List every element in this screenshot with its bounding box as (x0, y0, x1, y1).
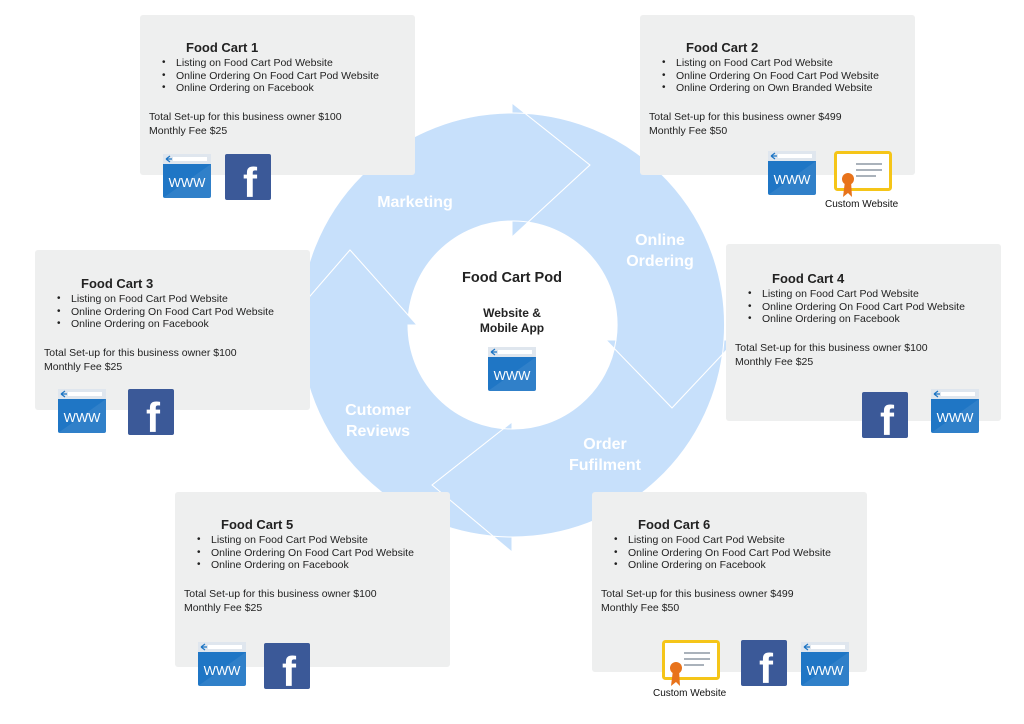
card-pricing: Total Set-up for this business owner $10… (735, 341, 928, 369)
certificate-icon (834, 151, 892, 204)
custom-website-label: Custom Website (825, 199, 899, 210)
list-item: Listing on Food Cart Pod Website (195, 534, 414, 547)
card-pricing: Total Set-up for this business owner $49… (649, 110, 842, 138)
list-item: Listing on Food Cart Pod Website (612, 534, 831, 547)
monthly-fee: Monthly Fee $50 (601, 602, 680, 614)
svg-text:WWW: WWW (64, 410, 102, 425)
card-feature-list: Listing on Food Cart Pod Website Online … (746, 288, 965, 326)
list-item: Online Ordering On Food Cart Pod Website (55, 306, 274, 319)
list-item: Online Ordering on Facebook (612, 559, 831, 572)
setup-cost: Total Set-up for this business owner $49… (601, 588, 794, 600)
svg-text:WWW: WWW (807, 663, 845, 678)
food-cart-card-2: Food Cart 2 Listing on Food Cart Pod Web… (640, 15, 915, 175)
card-feature-list: Listing on Food Cart Pod Website Online … (55, 293, 274, 331)
svg-text:WWW: WWW (937, 410, 975, 425)
facebook-icon: f (264, 643, 310, 695)
custom-website-label: Custom Website (653, 688, 727, 699)
cycle-label-marketing: Marketing (377, 194, 453, 211)
card-feature-list: Listing on Food Cart Pod Website Online … (660, 57, 879, 95)
svg-text:WWW: WWW (204, 663, 242, 678)
www-icon: WWW (488, 347, 536, 396)
facebook-icon: f (862, 392, 908, 444)
svg-text:WWW: WWW (774, 172, 812, 187)
card-title: Food Cart 5 (221, 517, 294, 532)
card-title: Food Cart 1 (186, 40, 259, 55)
facebook-icon: f (225, 154, 271, 206)
list-item: Listing on Food Cart Pod Website (160, 57, 379, 70)
svg-text:f: f (146, 394, 161, 435)
svg-text:f: f (759, 645, 774, 686)
facebook-icon: f (741, 640, 787, 692)
monthly-fee: Monthly Fee $50 (649, 125, 728, 137)
list-item: Online Ordering on Facebook (195, 559, 414, 572)
list-item: Listing on Food Cart Pod Website (660, 57, 879, 70)
center-title: Food Cart Pod (462, 270, 562, 286)
card-feature-list: Listing on Food Cart Pod Website Online … (160, 57, 379, 95)
svg-text:WWW: WWW (494, 368, 532, 383)
card-pricing: Total Set-up for this business owner $10… (44, 346, 237, 374)
list-item: Online Ordering On Food Cart Pod Website (160, 70, 379, 83)
svg-text:f: f (282, 648, 297, 689)
svg-text:f: f (243, 159, 258, 200)
www-icon: WWW (58, 389, 106, 438)
svg-text:WWW: WWW (169, 175, 207, 190)
card-title: Food Cart 4 (772, 271, 845, 286)
card-pricing: Total Set-up for this business owner $49… (601, 587, 794, 615)
list-item: Online Ordering On Food Cart Pod Website (660, 70, 879, 83)
monthly-fee: Monthly Fee $25 (184, 602, 263, 614)
card-title: Food Cart 2 (686, 40, 759, 55)
setup-cost: Total Set-up for this business owner $10… (184, 588, 377, 600)
list-item: Online Ordering on Facebook (160, 82, 379, 95)
www-icon: WWW (198, 642, 246, 691)
setup-cost: Total Set-up for this business owner $10… (735, 342, 928, 354)
svg-text:f: f (880, 397, 895, 438)
monthly-fee: Monthly Fee $25 (149, 125, 228, 137)
food-cart-card-6: Food Cart 6 Listing on Food Cart Pod Web… (592, 492, 867, 672)
list-item: Online Ordering On Food Cart Pod Website (195, 547, 414, 560)
card-title: Food Cart 6 (638, 517, 711, 532)
setup-cost: Total Set-up for this business owner $10… (44, 347, 237, 359)
www-icon: WWW (163, 154, 211, 203)
card-title: Food Cart 3 (81, 276, 154, 291)
list-item: Online Ordering on Own Branded Website (660, 82, 879, 95)
card-feature-list: Listing on Food Cart Pod Website Online … (612, 534, 831, 572)
list-item: Online Ordering on Facebook (746, 313, 965, 326)
facebook-icon: f (128, 389, 174, 441)
list-item: Listing on Food Cart Pod Website (746, 288, 965, 301)
monthly-fee: Monthly Fee $25 (735, 356, 814, 368)
card-pricing: Total Set-up for this business owner $10… (184, 587, 377, 615)
www-icon: WWW (931, 389, 979, 438)
food-cart-card-5: Food Cart 5 Listing on Food Cart Pod Web… (175, 492, 450, 667)
list-item: Online Ordering On Food Cart Pod Website (746, 301, 965, 314)
www-icon: WWW (801, 642, 849, 691)
card-pricing: Total Set-up for this business owner $10… (149, 110, 342, 138)
center-subtitle: Website &Mobile App (479, 306, 545, 335)
www-icon: WWW (768, 151, 816, 200)
setup-cost: Total Set-up for this business owner $49… (649, 111, 842, 123)
list-item: Online Ordering On Food Cart Pod Website (612, 547, 831, 560)
setup-cost: Total Set-up for this business owner $10… (149, 111, 342, 123)
monthly-fee: Monthly Fee $25 (44, 361, 123, 373)
food-cart-card-3: Food Cart 3 Listing on Food Cart Pod Web… (35, 250, 310, 410)
list-item: Listing on Food Cart Pod Website (55, 293, 274, 306)
card-feature-list: Listing on Food Cart Pod Website Online … (195, 534, 414, 572)
food-cart-card-1: Food Cart 1 Listing on Food Cart Pod Web… (140, 15, 415, 175)
certificate-icon (662, 640, 720, 693)
list-item: Online Ordering on Facebook (55, 318, 274, 331)
